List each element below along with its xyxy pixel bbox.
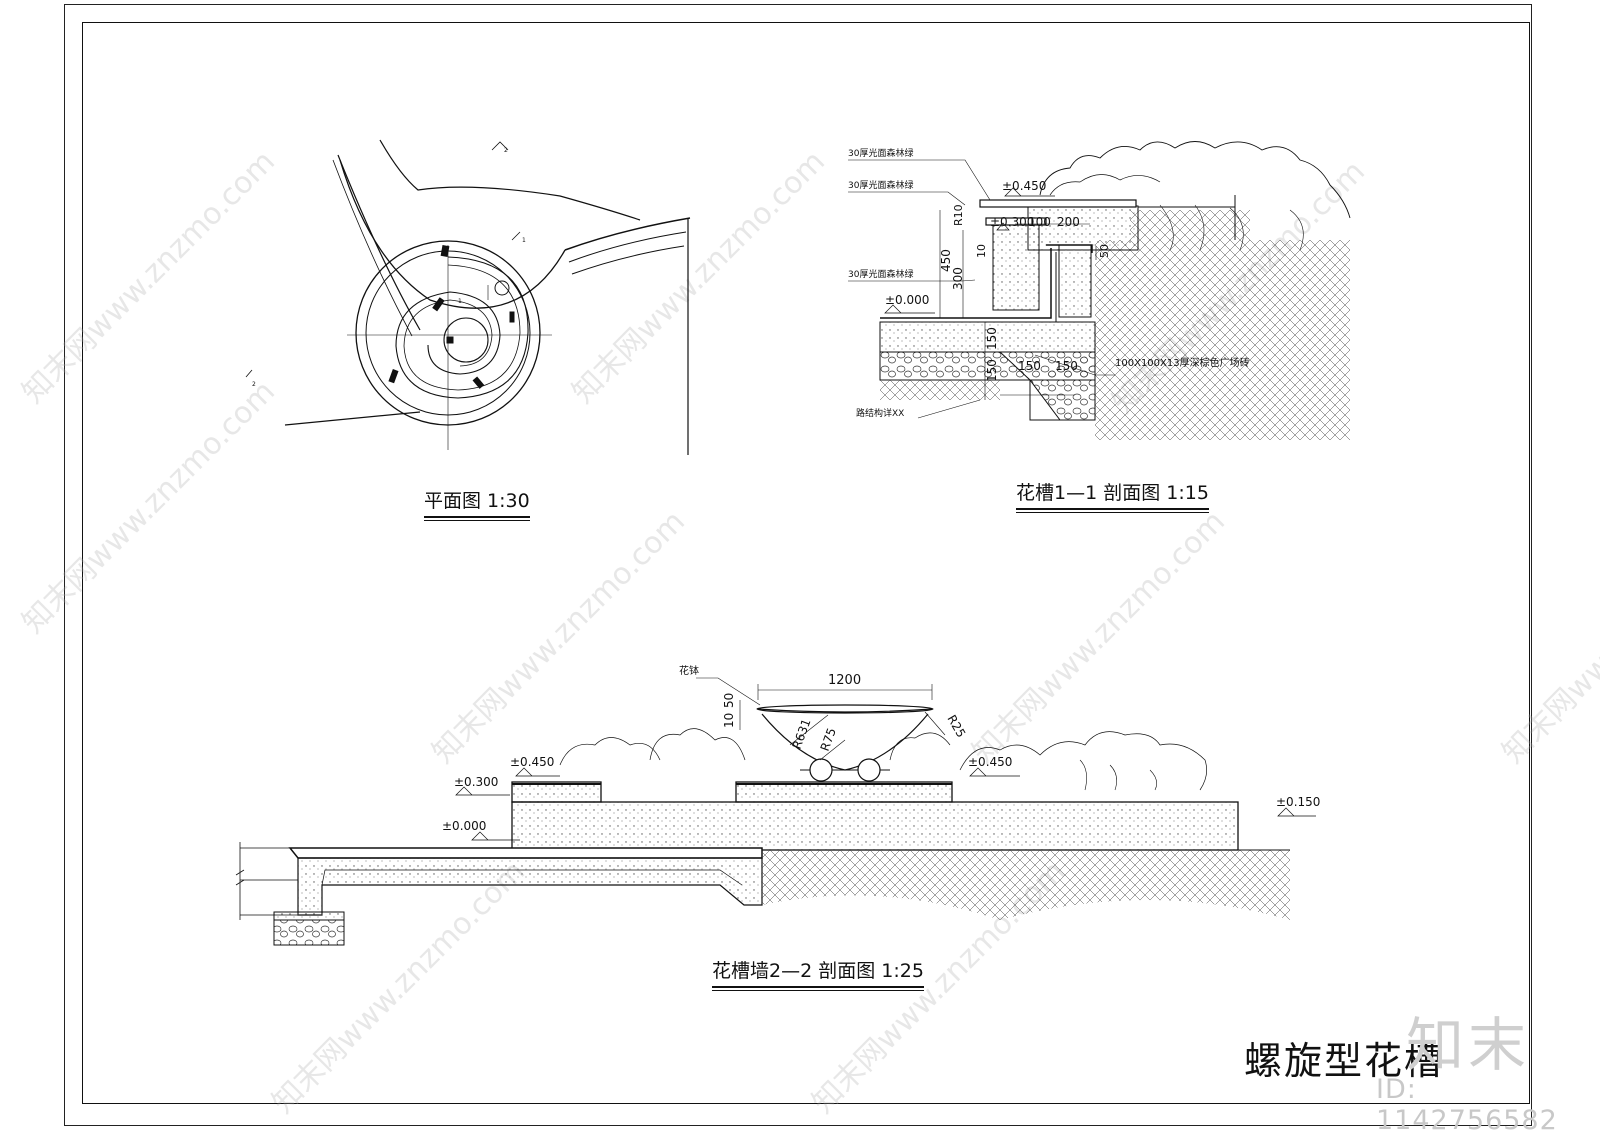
dimension-label: 450 — [939, 249, 953, 272]
section-2-2-caption-text: 花槽墙2—2 剖面图 1:25 — [712, 960, 924, 982]
caption-underline — [712, 990, 924, 991]
section-2-2-caption: 花槽墙2—2 剖面图 1:25 — [712, 956, 924, 991]
level-label: ±0.000 — [885, 293, 929, 307]
caption-underline — [712, 986, 924, 988]
section-mark: 1 — [522, 237, 526, 244]
level-label: ±0.450 — [510, 755, 554, 769]
dimension-label: 150 — [1055, 359, 1078, 373]
dimension-label: 50 — [1098, 244, 1111, 258]
caption-underline — [1016, 512, 1209, 513]
level-label: ±0.150 — [1276, 795, 1320, 809]
section-1-1-caption: 花槽1—1 剖面图 1:15 — [1016, 478, 1209, 513]
drawing-border-outer — [64, 4, 1532, 1126]
section-1-1-labels: 30厚光面森林绿 30厚光面森林绿 30厚光面森林绿 ±0.450 ±0.300… — [848, 147, 1250, 419]
section-2-2-labels: 花钵 1200 50 10 R631 R75 R25 ±0.450 ±0.300… — [442, 664, 1320, 833]
dimension-label: 300 — [951, 267, 965, 290]
brand-id: ID: 1142756582 — [1376, 1074, 1558, 1136]
dimension-label: R75 — [818, 726, 839, 753]
plan-caption-text: 平面图 1:30 — [424, 490, 530, 512]
level-label: ±0.300 — [454, 775, 498, 789]
section-mark: 2 — [252, 381, 256, 388]
sheet-title: 螺旋型花槽 — [1244, 1039, 1445, 1083]
base-note: 路结构详XX — [856, 407, 904, 419]
dimension-label: 150 — [985, 359, 999, 382]
dimension-label: 50 — [722, 693, 736, 708]
section-1-1 — [848, 141, 1351, 440]
dimension-label: R10 — [952, 204, 965, 226]
section-mark: 1 — [458, 298, 462, 305]
dimension-label: 10 — [975, 244, 988, 258]
level-label: ±0.300 — [990, 215, 1034, 229]
dimension-label: 150 — [1018, 359, 1041, 373]
material-label: 30厚光面森林绿 — [848, 179, 913, 191]
dimension-label: 200 — [1057, 215, 1080, 229]
dimension-label: 10 — [722, 713, 736, 728]
dimension-label: R631 — [790, 717, 814, 751]
material-label: 30厚光面森林绿 — [848, 147, 913, 159]
dimension-label: 150 — [985, 327, 999, 350]
plan-caption: 平面图 1:30 — [424, 486, 530, 521]
caption-underline — [1016, 508, 1209, 510]
bowl-label: 花钵 — [679, 664, 699, 677]
section-1-1-caption-text: 花槽1—1 剖面图 1:15 — [1016, 482, 1209, 504]
level-label: ±0.450 — [968, 755, 1012, 769]
brand-logo: 知末 — [1406, 1011, 1531, 1079]
plan-view — [245, 139, 691, 455]
level-label: ±0.450 — [1002, 179, 1046, 193]
section-2-2 — [235, 677, 1316, 946]
dimension-label: R25 — [944, 713, 968, 740]
paving-note: 100X100X13厚深棕色广场砖 — [1115, 356, 1250, 369]
drawing-border-inner — [82, 22, 1530, 1104]
section-mark: 2 — [504, 147, 508, 154]
level-label: ±0.000 — [442, 819, 486, 833]
caption-underline — [424, 520, 530, 521]
caption-underline — [424, 516, 530, 518]
dimension-label: 100 — [1028, 215, 1051, 229]
dimension-label: 1200 — [828, 673, 861, 688]
material-label: 30厚光面森林绿 — [848, 268, 913, 280]
